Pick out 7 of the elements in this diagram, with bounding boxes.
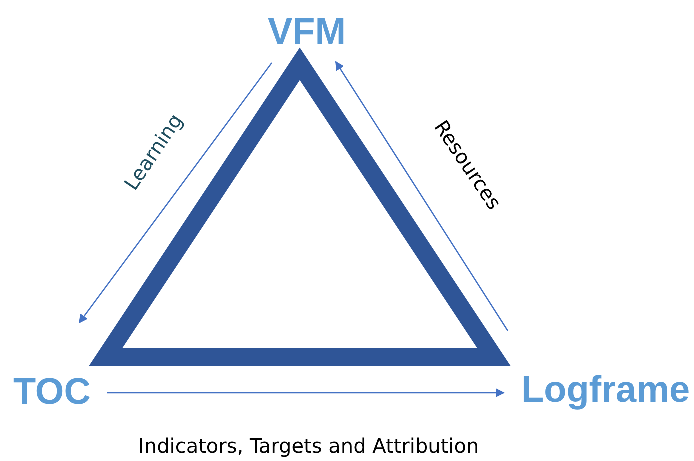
corner-label: TOC — [14, 371, 91, 413]
edge-label: Indicators, Targets and Attribution — [138, 434, 480, 458]
corner-label: VFM — [268, 11, 346, 53]
arrow — [107, 388, 505, 398]
corner-label: Logframe — [522, 369, 690, 411]
arrow — [78, 62, 273, 324]
arrow — [335, 61, 509, 332]
